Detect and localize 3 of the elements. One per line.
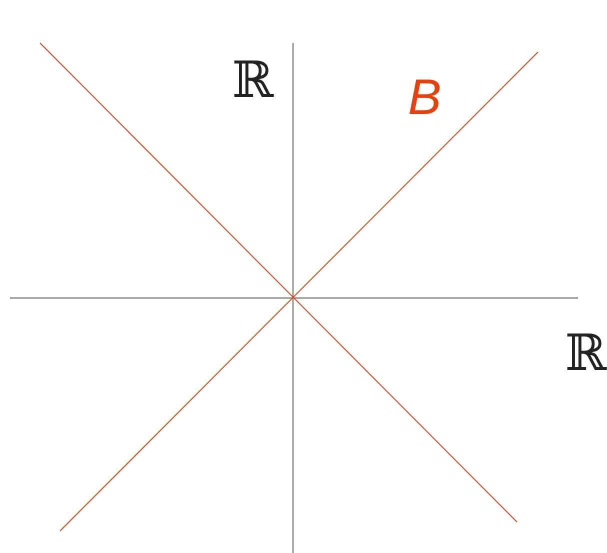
axis-label: ℝ xyxy=(565,328,607,378)
set-label: B xyxy=(408,72,442,122)
axis-label: ℝ xyxy=(232,55,274,105)
